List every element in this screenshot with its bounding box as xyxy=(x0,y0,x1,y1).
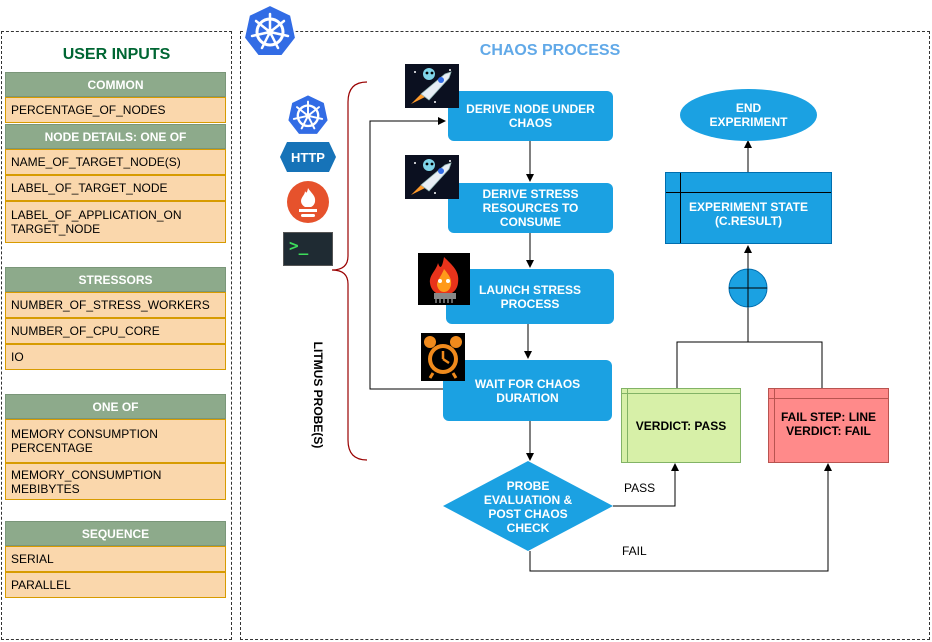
pass-label: PASS xyxy=(624,481,656,495)
http-icon: HTTP xyxy=(280,142,336,172)
group-header-one-of: ONE OF xyxy=(5,394,226,419)
input-name-of-target-node: NAME_OF_TARGET_NODE(S) xyxy=(5,149,226,175)
burning-cpu-icon xyxy=(418,253,470,305)
decision-diamond xyxy=(443,461,613,551)
user-inputs-panel xyxy=(1,31,232,640)
input-memory-consumption-percentage: MEMORY CONSUMPTION PERCENTAGE xyxy=(5,419,226,463)
verdict-fail-box: FAIL STEP: LINE VERDICT: FAIL xyxy=(768,388,889,463)
input-io: IO xyxy=(5,344,226,370)
kubernetes-icon xyxy=(286,93,330,136)
input-number-of-cpu-core: NUMBER_OF_CPU_CORE xyxy=(5,318,226,344)
group-header-node-details: NODE DETAILS: ONE OF xyxy=(5,124,226,149)
step-launch-stress-process: LAUNCH STRESS PROCESS xyxy=(446,269,614,324)
group-header-stressors: STRESSORS xyxy=(5,267,226,292)
input-label-of-application-on-target-node: LABEL_OF_APPLICATION_ON TARGET_NODE xyxy=(5,201,226,243)
verdict-pass-box: VERDICT: PASS xyxy=(621,388,741,463)
probe-brace xyxy=(331,81,368,461)
input-number-of-stress-workers: NUMBER_OF_STRESS_WORKERS xyxy=(5,292,226,318)
input-parallel: PARALLEL xyxy=(5,572,226,598)
input-serial: SERIAL xyxy=(5,546,226,572)
step-derive-stress-resources: DERIVE STRESS RESOURCES TO CONSUME xyxy=(448,183,613,233)
experiment-state-box: EXPERIMENT STATE (C.RESULT) xyxy=(665,172,832,244)
end-experiment-node: END EXPERIMENT xyxy=(680,89,817,141)
step-derive-node: DERIVE NODE UNDER CHAOS xyxy=(448,91,613,141)
user-inputs-title: USER INPUTS xyxy=(62,46,171,63)
chaos-process-panel xyxy=(240,31,930,640)
rocket-gopher-icon xyxy=(405,64,459,108)
terminal-icon: >_ xyxy=(283,232,333,266)
merge-node xyxy=(728,268,768,308)
kubernetes-logo-icon xyxy=(242,3,298,57)
decision-text: PROBE EVALUATION & POST CHAOS CHECK xyxy=(483,479,573,535)
rocket-gopher-icon-2 xyxy=(405,155,459,199)
group-header-sequence: SEQUENCE xyxy=(5,521,226,546)
alarm-clock-icon xyxy=(421,333,465,381)
input-percentage-of-nodes: PERCENTAGE_OF_NODES xyxy=(5,97,226,123)
http-icon-label: HTTP xyxy=(291,150,325,165)
input-label-of-target-node: LABEL_OF_TARGET_NODE xyxy=(5,175,226,201)
chaos-process-title: CHAOS PROCESS xyxy=(479,42,621,59)
group-header-common: COMMON xyxy=(5,72,226,97)
input-memory-consumption-mebibytes: MEMORY_CONSUMPTION MEBIBYTES xyxy=(5,463,226,500)
prometheus-icon xyxy=(287,181,329,223)
verdict-pass-text: VERDICT: PASS xyxy=(635,418,727,433)
terminal-prompt: >_ xyxy=(289,236,309,255)
fail-label: FAIL xyxy=(622,544,647,558)
step-wait-for-chaos-duration: WAIT FOR CHAOS DURATION xyxy=(443,360,612,421)
